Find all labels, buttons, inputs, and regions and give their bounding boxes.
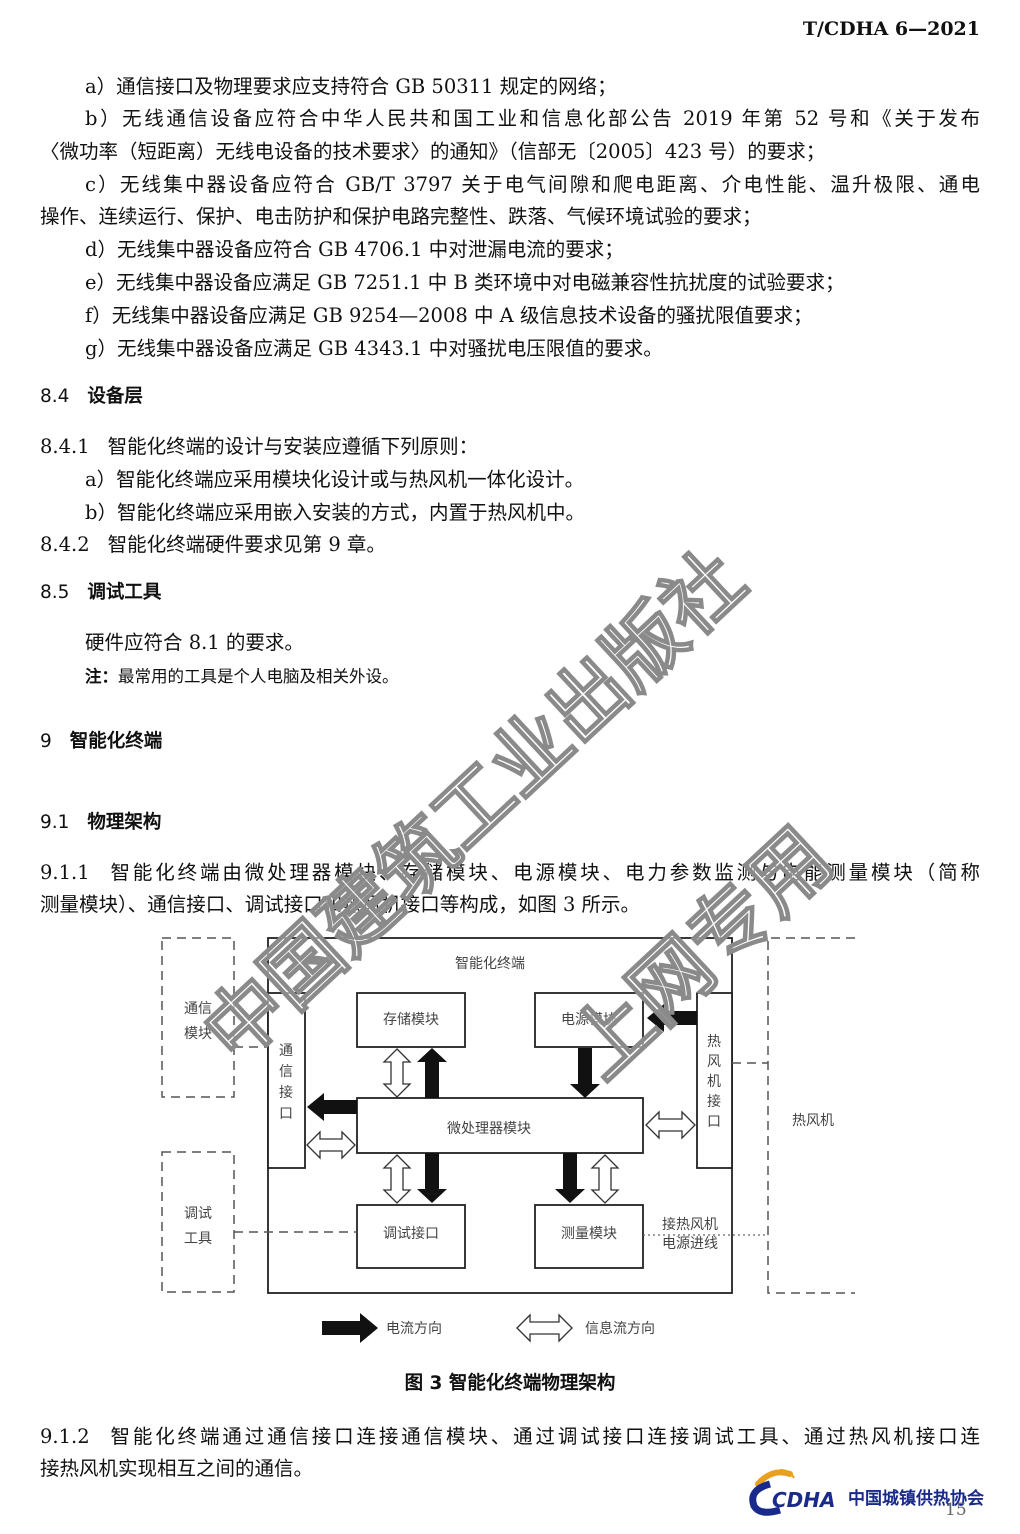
list-item: g）无线集中器设备应满足 GB 4343.1 中对骚扰电压限值的要求。 — [85, 337, 663, 360]
info-arrow-vertical — [590, 1154, 620, 1204]
section-number: 8.4 — [40, 386, 70, 407]
hot-air-fan-label: 热风机 — [792, 1113, 834, 1129]
power-input-label: 接热风机 — [662, 1216, 718, 1233]
section-title: 调试工具 — [87, 582, 162, 603]
power-label: 电源模块 — [561, 1012, 617, 1028]
comm-interface-label: 口 — [279, 1106, 293, 1122]
comm-module-label: 模块 — [184, 1026, 212, 1042]
chapter-heading-9: 9 智能化终端 — [40, 730, 162, 754]
info-arrow-vertical — [382, 1048, 412, 1098]
mcu-label: 微处理器模块 — [447, 1121, 531, 1137]
current-arrow-down — [417, 1153, 447, 1203]
clause-number: 8.4.1 — [40, 435, 90, 458]
clause-text: 智能化终端由微处理器模块、存储模块、电源模块、电力参数监测与电能测量模块（简称 — [107, 861, 980, 884]
list-item-continued: 操作、连续运行、保护、电击防护和保护电路完整性、跌落、气候环境试验的要求； — [40, 205, 762, 228]
terminal-label: 智能化终端 — [455, 956, 525, 972]
comm-interface-label: 接 — [279, 1084, 293, 1101]
list-item: b）无线通信设备应符合中华人民共和国工业和信息化部公告 2019 年第 52 号… — [85, 107, 980, 130]
list-item-continued: 〈微功率（短距离）无线电设备的技术要求〉的通知》（信部无〔2005〕423 号）… — [40, 140, 826, 163]
cdha-logo-mark: CDHA — [749, 1469, 836, 1516]
logo-text: CDHA — [772, 1488, 836, 1512]
current-arrows — [307, 1004, 697, 1343]
storage-module-box — [356, 992, 466, 1048]
clause-8-4-2: 8.4.2 智能化终端硬件要求见第 9 章。 — [40, 533, 386, 557]
page-number: 15 — [945, 1500, 967, 1520]
fan-interface-label: 接 — [707, 1093, 721, 1110]
clause-number: 9.1.1 — [40, 861, 90, 884]
section-heading-9-1: 9.1 物理架构 — [40, 811, 161, 835]
fan-interface-label: 机 — [707, 1074, 721, 1090]
note-text: 最常用的工具是个人电脑及相关外设。 — [118, 667, 399, 686]
list-item: e）无线集中器设备应满足 GB 7251.1 中 B 类环境中对电磁兼容性抗扰度… — [85, 271, 845, 294]
comm-interface-box — [267, 992, 306, 1169]
list-item: a）智能化终端应采用模块化设计或与热风机一体化设计。 — [85, 468, 585, 491]
note: 注：最常用的工具是个人电脑及相关外设。 — [85, 665, 399, 689]
fan-interface-box — [696, 992, 733, 1169]
clause-text: 智能化终端的设计与安装应遵循下列原则： — [107, 435, 479, 458]
debug-tool-label: 调试 — [184, 1206, 212, 1222]
clause-text: 智能化终端通过通信接口连接通信模块、通过调试接口连接调试工具、通过热风机接口连 — [107, 1425, 980, 1448]
legend-current-arrow — [322, 1313, 378, 1343]
power-input-label: 电源进线 — [662, 1236, 718, 1252]
fan-interface-label: 风 — [707, 1054, 721, 1070]
debug-interface-box — [356, 1204, 466, 1269]
current-arrow-down — [570, 1048, 600, 1098]
info-arrow-horizontal — [306, 1130, 356, 1160]
section-title: 设备层 — [87, 386, 143, 407]
measure-label: 测量模块 — [561, 1226, 617, 1242]
hot-air-fan-dashed-box — [767, 937, 855, 1294]
current-arrow-left — [647, 1004, 697, 1032]
debug-interface-label: 调试接口 — [383, 1225, 439, 1242]
section-heading-8-5: 8.5 调试工具 — [40, 581, 161, 605]
legend-current-label: 电流方向 — [386, 1321, 442, 1337]
comm-module-dashed-box — [161, 937, 235, 1098]
power-module-box — [534, 992, 644, 1048]
clause-9-1-1: 9.1.1 智能化终端由微处理器模块、存储模块、电源模块、电力参数监测与电能测量模… — [40, 861, 980, 885]
clause-text: 智能化终端硬件要求见第 9 章。 — [107, 533, 386, 556]
chapter-number: 9 — [40, 731, 52, 752]
fan-interface-label: 热 — [707, 1034, 721, 1050]
debug-tool-dashed-box — [161, 1151, 235, 1293]
comm-interface-label: 信 — [279, 1064, 293, 1080]
section-title: 物理架构 — [87, 812, 162, 833]
measure-module-box — [534, 1204, 644, 1269]
clause-text-continued: 接热风机实现相互之间的通信。 — [40, 1457, 314, 1480]
list-item: b）智能化终端应采用嵌入安装的方式，内置于热风机中。 — [85, 501, 585, 524]
comm-interface-label: 通 — [279, 1043, 293, 1059]
list-item: f）无线集中器设备应满足 GB 9254—2008 中 A 级信息技术设备的骚扰… — [85, 304, 813, 327]
debug-tool-label: 工具 — [184, 1231, 212, 1247]
info-arrow-horizontal — [645, 1110, 696, 1140]
paragraph: 硬件应符合 8.1 的要求。 — [85, 631, 304, 654]
current-arrow-down — [555, 1153, 585, 1203]
section-number: 9.1 — [40, 812, 70, 833]
mcu-module-box — [356, 1097, 644, 1154]
comm-module-label: 通信 — [184, 1001, 212, 1017]
chapter-title: 智能化终端 — [69, 731, 163, 752]
figure-caption: 图 3 智能化终端物理架构 — [404, 1373, 616, 1394]
info-arrows — [306, 1048, 696, 1343]
clause-number: 9.1.2 — [40, 1425, 90, 1448]
cdha-logo: CDHA 中国城镇供热协会 — [740, 1462, 1000, 1522]
legend-info-arrow — [516, 1313, 573, 1343]
clause-number: 8.4.2 — [40, 533, 90, 556]
storage-label: 存储模块 — [383, 1012, 439, 1028]
clause-9-1-2: 9.1.2 智能化终端通过通信接口连接通信模块、通过调试接口连接调试工具、通过热风… — [40, 1425, 980, 1449]
document-code: T/CDHA 6—2021 — [802, 18, 980, 40]
list-item: d）无线集中器设备应符合 GB 4706.1 中对泄漏电流的要求； — [85, 238, 624, 261]
note-label: 注： — [85, 667, 118, 686]
org-name: 中国城镇供热协会 — [848, 1489, 984, 1509]
legend-info-label: 信息流方向 — [585, 1320, 655, 1337]
current-arrow-left — [307, 1093, 357, 1121]
current-arrow-up — [417, 1048, 447, 1098]
list-item: c）无线集中器设备应符合 GB/T 3797 关于电气间隙和爬电距离、介电性能、… — [85, 173, 980, 196]
clause-text-continued: 测量模块）、通信接口、调试接口和热风机接口等构成，如图 3 所示。 — [40, 893, 641, 916]
info-arrow-vertical — [382, 1154, 412, 1204]
fan-interface-label: 口 — [707, 1114, 721, 1130]
list-item: a）通信接口及物理要求应支持符合 GB 50311 规定的网络； — [85, 75, 617, 98]
section-number: 8.5 — [40, 582, 70, 603]
clause-8-4-1: 8.4.1 智能化终端的设计与安装应遵循下列原则： — [40, 435, 478, 459]
section-heading-8-4: 8.4 设备层 — [40, 385, 143, 409]
